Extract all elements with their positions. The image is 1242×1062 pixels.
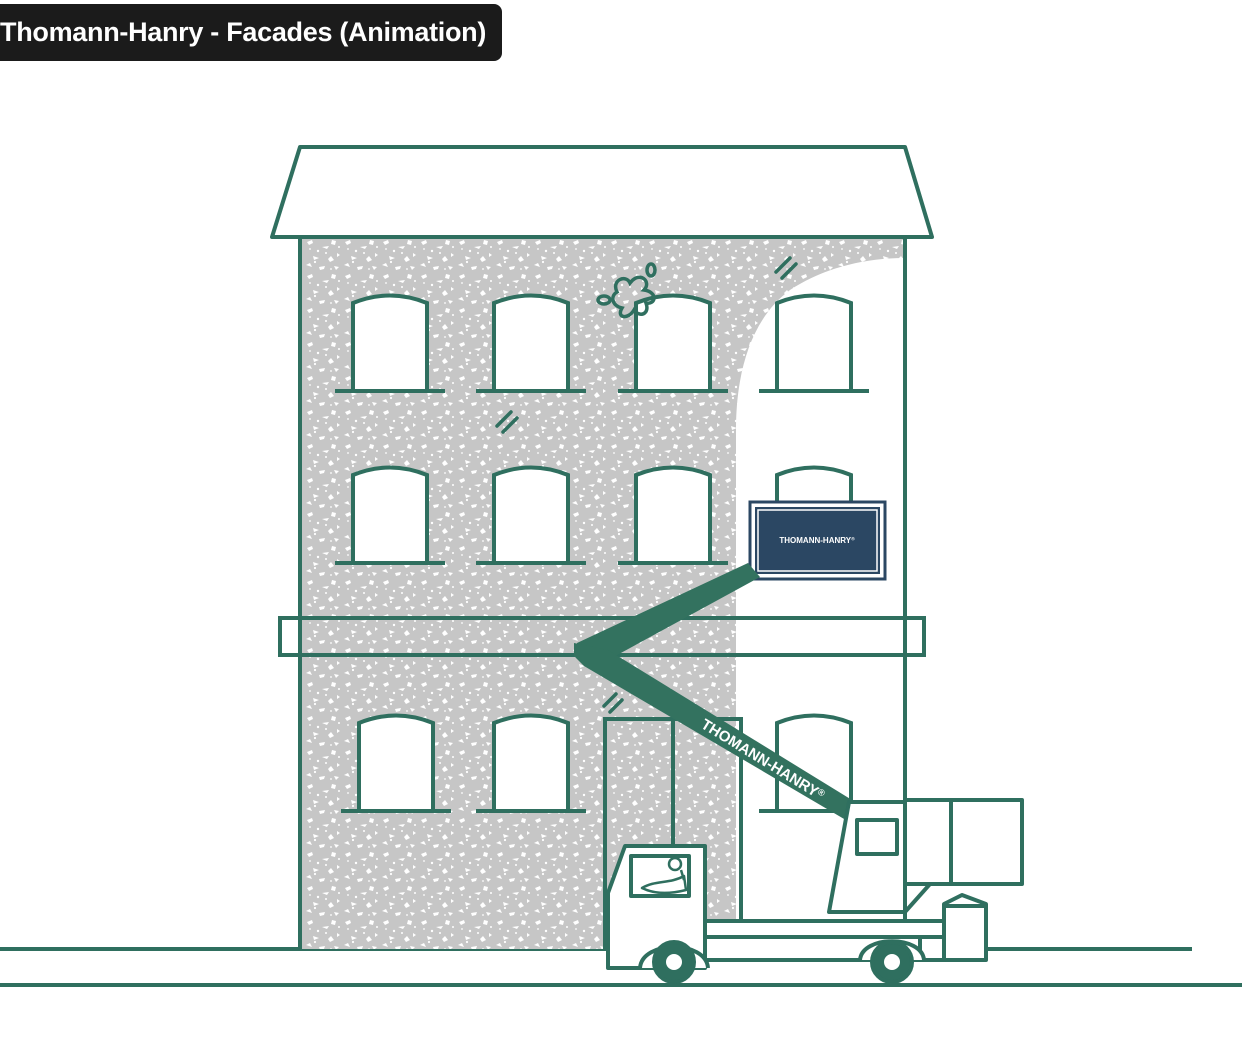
cleaning-truck: [606, 798, 1024, 984]
rear-box: [903, 798, 1024, 886]
video-title-chip: Thomann-Hanry - Facades (Animation): [0, 4, 503, 61]
truck-chassis: [702, 919, 946, 939]
window: [634, 293, 712, 393]
window: [351, 293, 429, 393]
window: [492, 465, 570, 565]
window: [351, 465, 429, 565]
sign-brand-text: THOMANN-HANRY®: [779, 536, 855, 545]
roof: [270, 145, 934, 239]
graffiti-splat: [611, 275, 656, 319]
windows-upper-floor: [335, 293, 869, 393]
crane-window: [855, 818, 899, 856]
graffiti-marks: [495, 256, 798, 714]
window: [357, 713, 435, 813]
window: [634, 465, 712, 565]
cleaning-basket-sign: THOMANN-HANRY®: [748, 500, 887, 581]
driver-figure: [640, 856, 688, 894]
window: [492, 713, 570, 813]
video-title: Thomann-Hanry - Facades (Animation): [0, 17, 487, 47]
window: [775, 293, 853, 393]
window: [492, 293, 570, 393]
